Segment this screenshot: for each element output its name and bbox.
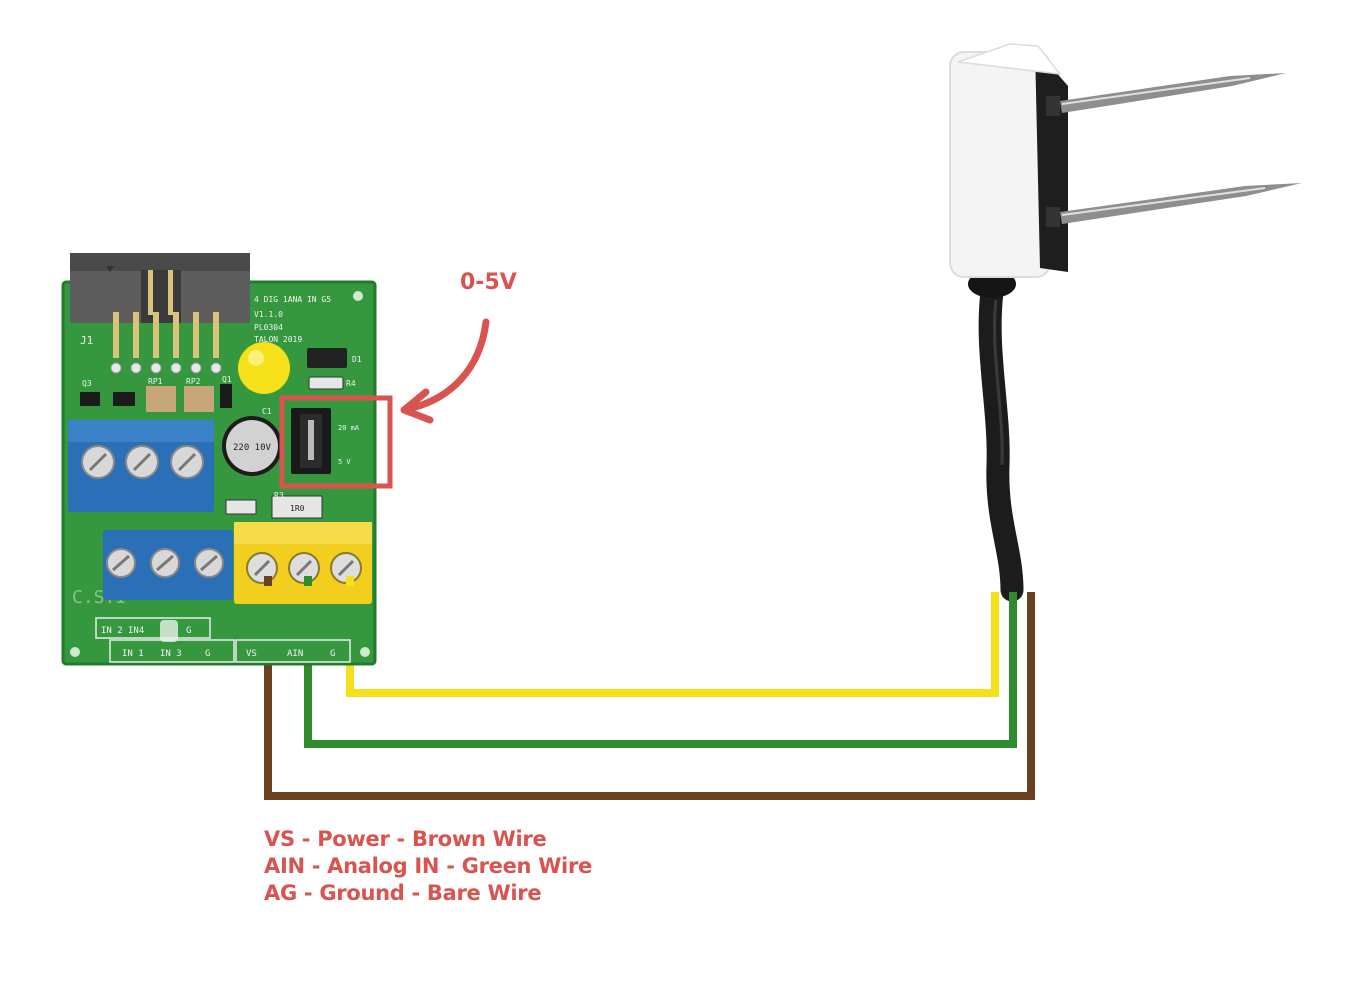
wires [264,578,1035,800]
green-wire [304,578,1017,748]
callout-arrow-head [400,388,434,424]
component-label: RP2 [186,377,201,386]
voltage-range-label: 0-5V [460,270,517,295]
resistor-marking: 1R0 [290,504,305,513]
interface-board: 4 DIG 1ANA IN G5 V1.1.0 PL0304 TALON 201… [61,253,377,666]
soil-moisture-sensor [949,43,1302,602]
small-components: 1R0 [80,348,347,519]
pcb-part-number: PL0304 [254,323,283,332]
mounting-hole [353,291,363,301]
status-led [238,342,290,394]
sensor-body-face [949,51,1051,278]
sensor-cable-highlight [993,299,1004,466]
callout-arrow [408,318,490,412]
sensor-cable [978,280,1024,602]
component-label: C1 [262,407,272,416]
component-label: R3 [274,491,284,500]
component-label: D1 [352,355,362,364]
connector-label: J1 [80,334,93,347]
sensor-probe-upper [1060,73,1286,113]
brown-wire [264,580,1035,800]
jumper-highlight-box [279,395,393,489]
voltage-jumper: 20 mA 5 V [291,408,360,474]
label-in3: IN 3 [160,649,182,659]
probe-collar-upper [1046,96,1060,116]
jumper-label-20ma: 20 mA [338,424,360,432]
terminal-block-yellow [234,522,372,604]
mounting-hole [70,647,80,657]
pcb-title: 4 DIG 1ANA IN G5 [254,295,331,304]
capacitor-marking: 220 10V [233,443,272,453]
label-in1: IN 1 [122,649,144,659]
label-g-bottom: G [205,649,210,659]
jumper-label-5v: 5 V [338,458,351,466]
label-in4: IN4 [128,626,144,636]
probe-collar-lower [1046,207,1060,227]
terminal-block-blue-upper [68,420,214,512]
sensor-body-top [957,43,1062,75]
legend-line-power: VS - Power - Brown Wire [264,827,547,851]
label-vs: VS [246,649,257,659]
component-label: Q1 [222,375,232,384]
wiring-legend: VS - Power - Brown Wire AIN - Analog IN … [264,826,592,907]
ribbon-header [70,253,250,374]
pcb-year: TALON 2019 [254,335,302,344]
terminal-labels [95,617,351,663]
legend-line-analog: AIN - Analog IN - Green Wire [264,854,592,878]
component-label: Q3 [82,379,92,388]
pcb-version: V1.1.0 [254,310,283,319]
component-label: RP1 [148,377,163,386]
label-in2: IN 2 [101,626,123,636]
sensor-body-side [1035,48,1068,272]
jumper-callout: 0-5V [279,270,517,489]
label-g-sensor: G [330,649,335,659]
component-label: R4 [346,379,356,388]
green-wire-end [304,576,312,586]
label-ain: AIN [287,649,303,659]
yellow-wire-end [346,576,354,586]
sensor-probe-lower [1060,183,1302,224]
legend-line-ground: AG - Ground - Bare Wire [264,881,542,905]
brown-wire-end [264,576,272,586]
yellow-wire [346,578,999,697]
mounting-hole [360,647,370,657]
terminal-block-blue-lower [103,530,233,600]
label-g-top: G [186,626,191,636]
capacitor: 220 10V [222,416,282,476]
